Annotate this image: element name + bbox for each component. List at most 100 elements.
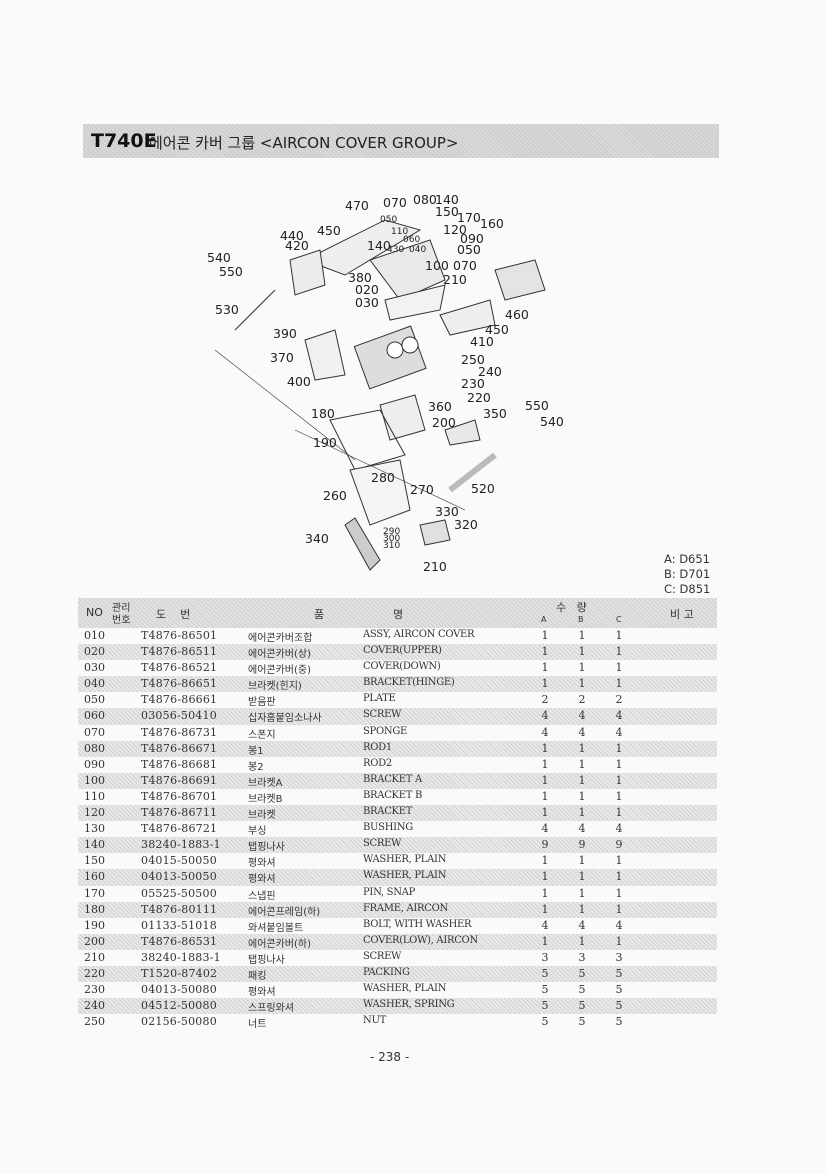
qty-b: 1 xyxy=(578,886,586,900)
qty-a: 5 xyxy=(541,983,549,997)
callout-label: 140 xyxy=(435,192,459,207)
qty-a: 1 xyxy=(541,773,549,787)
qty-c: 9 xyxy=(615,838,623,852)
part-name-english: SCREW xyxy=(363,838,402,850)
part-number: 01133-51018 xyxy=(141,918,217,932)
qty-b: 2 xyxy=(578,693,586,707)
callout-label: 240 xyxy=(478,364,502,379)
part-name-english: BRACKET(HINGE) xyxy=(363,677,455,689)
part-number: T4876-80111 xyxy=(141,902,218,916)
part-name-english: SPONGE xyxy=(363,725,408,737)
part-name-korean: 패킹 xyxy=(248,970,267,982)
qty-c: 5 xyxy=(615,1015,623,1029)
part-name-english: PACKING xyxy=(363,966,410,978)
callout-label: 310 xyxy=(383,541,400,551)
qty-a: 4 xyxy=(541,725,549,739)
qty-c: 1 xyxy=(615,789,623,803)
qty-c: 3 xyxy=(615,950,623,964)
part-ref-no: 050 xyxy=(84,693,105,707)
part-ref-no: 160 xyxy=(84,870,105,884)
part-name-korean: 탭핑나사 xyxy=(248,842,285,854)
part-ref-no: 240 xyxy=(84,999,105,1013)
part-number: T4876-86651 xyxy=(141,677,218,691)
cover-low-part xyxy=(379,394,426,441)
col-mgmt-line2: 번호 xyxy=(112,615,131,626)
callout-label: 210 xyxy=(423,559,447,574)
col-qty: 수 량 xyxy=(556,601,587,614)
right-rod-part xyxy=(448,452,497,493)
callout-label: 450 xyxy=(485,322,509,337)
cover-upper-part xyxy=(369,239,446,301)
part-ref-no: 130 xyxy=(84,822,105,836)
part-name-english: FRAME, AIRCON xyxy=(363,902,448,914)
part-ref-no: 110 xyxy=(84,789,105,803)
callout-label: 530 xyxy=(215,302,239,317)
belt-part xyxy=(344,517,381,571)
callout-label: 110 xyxy=(391,227,408,237)
qty-c: 1 xyxy=(615,757,623,771)
part-name-english: NUT xyxy=(363,1015,386,1027)
part-name-korean: 스폰지 xyxy=(248,729,276,741)
qty-b: 1 xyxy=(578,741,586,755)
model-c: C: D851 xyxy=(664,582,711,596)
model-a: A: D651 xyxy=(664,552,710,566)
left-panel-part xyxy=(304,329,346,381)
qty-b: 1 xyxy=(578,934,586,948)
part-number: T4876-86671 xyxy=(141,741,218,755)
qty-c: 1 xyxy=(615,645,623,659)
upper-duct-part xyxy=(303,219,422,276)
part-name-korean: 에어콘카버(상) xyxy=(248,649,312,661)
part-name-korean: 봉1 xyxy=(248,745,264,757)
qty-c: 1 xyxy=(615,629,623,642)
part-number: T4876-86681 xyxy=(141,757,218,771)
part-name-english: COVER(LOW), AIRCON xyxy=(363,934,478,946)
callout-label: 450 xyxy=(317,223,341,238)
part-name-korean: 에어콘카버(중) xyxy=(248,665,312,677)
callout-label: 270 xyxy=(410,482,434,497)
callout-label: 290 xyxy=(383,527,400,537)
callout-label: 150 xyxy=(435,204,459,219)
part-number: T4876-86711 xyxy=(141,806,218,820)
qty-b: 1 xyxy=(578,789,586,803)
part-ref-no: 070 xyxy=(84,725,105,739)
part-name-english: BRACKET xyxy=(363,806,413,818)
left-duct-part xyxy=(289,249,326,296)
col-drawing-no: 도 번 xyxy=(156,608,191,621)
qty-c: 1 xyxy=(615,870,623,884)
part-number: T4876-86731 xyxy=(141,725,218,739)
part-name-english: PLATE xyxy=(363,693,396,705)
qty-b: 1 xyxy=(578,645,586,659)
part-number: 04512-50080 xyxy=(141,999,217,1013)
qty-a: 1 xyxy=(541,661,549,675)
callout-label: 420 xyxy=(285,238,309,253)
qty-a: 5 xyxy=(541,1015,549,1029)
col-qty-c: C xyxy=(616,615,622,624)
part-number: 05525-50500 xyxy=(141,886,217,900)
part-ref-no: 140 xyxy=(84,838,105,852)
qty-c: 1 xyxy=(615,902,623,916)
callout-label: 350 xyxy=(483,406,507,421)
qty-a: 4 xyxy=(541,822,549,836)
qty-c: 2 xyxy=(615,693,623,707)
group-title: 에어콘 카버 그룹 <AIRCON COVER GROUP> xyxy=(149,134,459,152)
part-ref-no: 210 xyxy=(84,950,105,964)
part-ref-no: 040 xyxy=(84,677,105,691)
frame-lower-part xyxy=(349,459,411,526)
part-name-english: PIN, SNAP xyxy=(363,886,415,898)
qty-b: 4 xyxy=(578,709,586,723)
callout-label: 280 xyxy=(371,470,395,485)
cover-down-part xyxy=(384,284,446,321)
part-name-english: COVER(DOWN) xyxy=(363,661,441,673)
part-ref-no: 010 xyxy=(84,629,105,642)
callout-label: 370 xyxy=(270,350,294,365)
qty-a: 1 xyxy=(541,934,549,948)
qty-a: 1 xyxy=(541,902,549,916)
callout-label: 160 xyxy=(480,216,504,231)
